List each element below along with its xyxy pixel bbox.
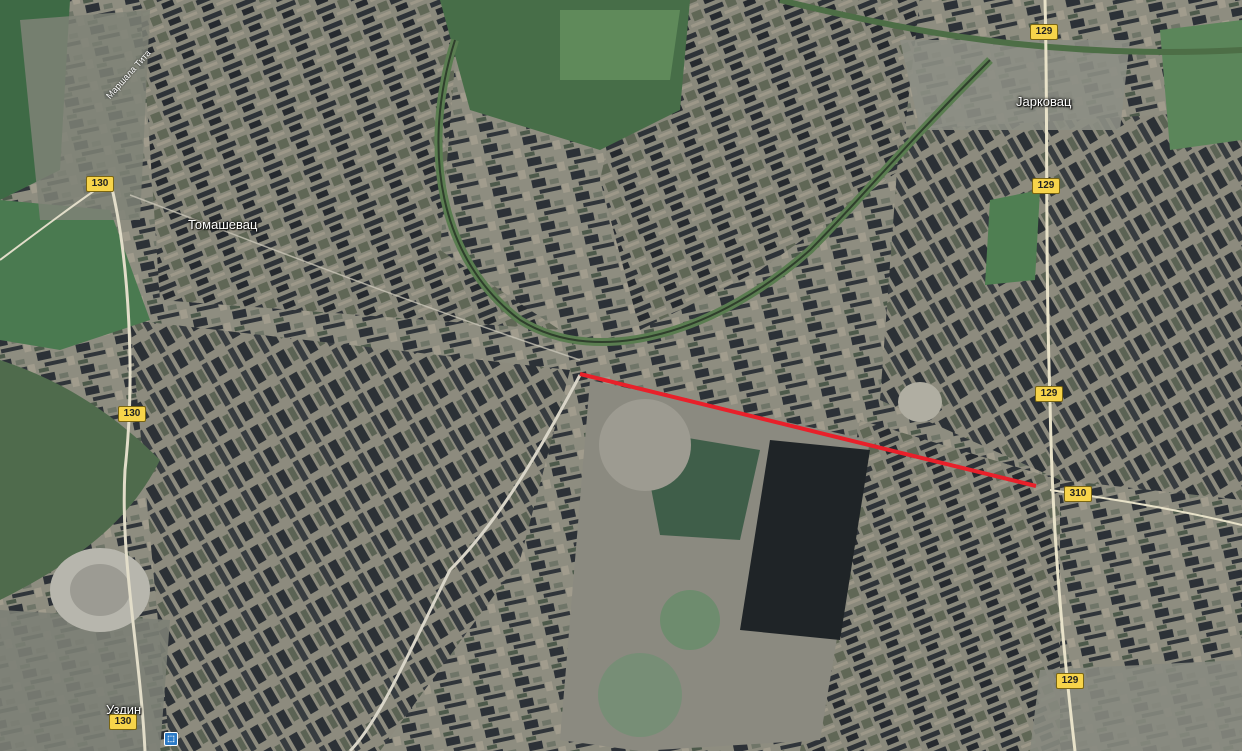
road-shield-310: 310	[1064, 486, 1092, 502]
road-shield-129: 129	[1056, 673, 1084, 689]
place-label-uzdin[interactable]: Уздин	[106, 702, 142, 717]
road-shield-130: 130	[86, 176, 114, 192]
measure-line[interactable]	[579, 372, 1037, 488]
road-shield-129: 129	[1032, 178, 1060, 194]
place-label-tomasevac[interactable]: Томашевац	[188, 217, 258, 232]
transit-stop-icon[interactable]: ⬚	[164, 732, 178, 746]
road-shield-130: 130	[109, 714, 137, 730]
road-shield-129: 129	[1035, 386, 1063, 402]
place-label-jarkovac[interactable]: Јарковац	[1016, 94, 1072, 109]
road-shield-130: 130	[118, 406, 146, 422]
road-shield-129: 129	[1030, 24, 1058, 40]
